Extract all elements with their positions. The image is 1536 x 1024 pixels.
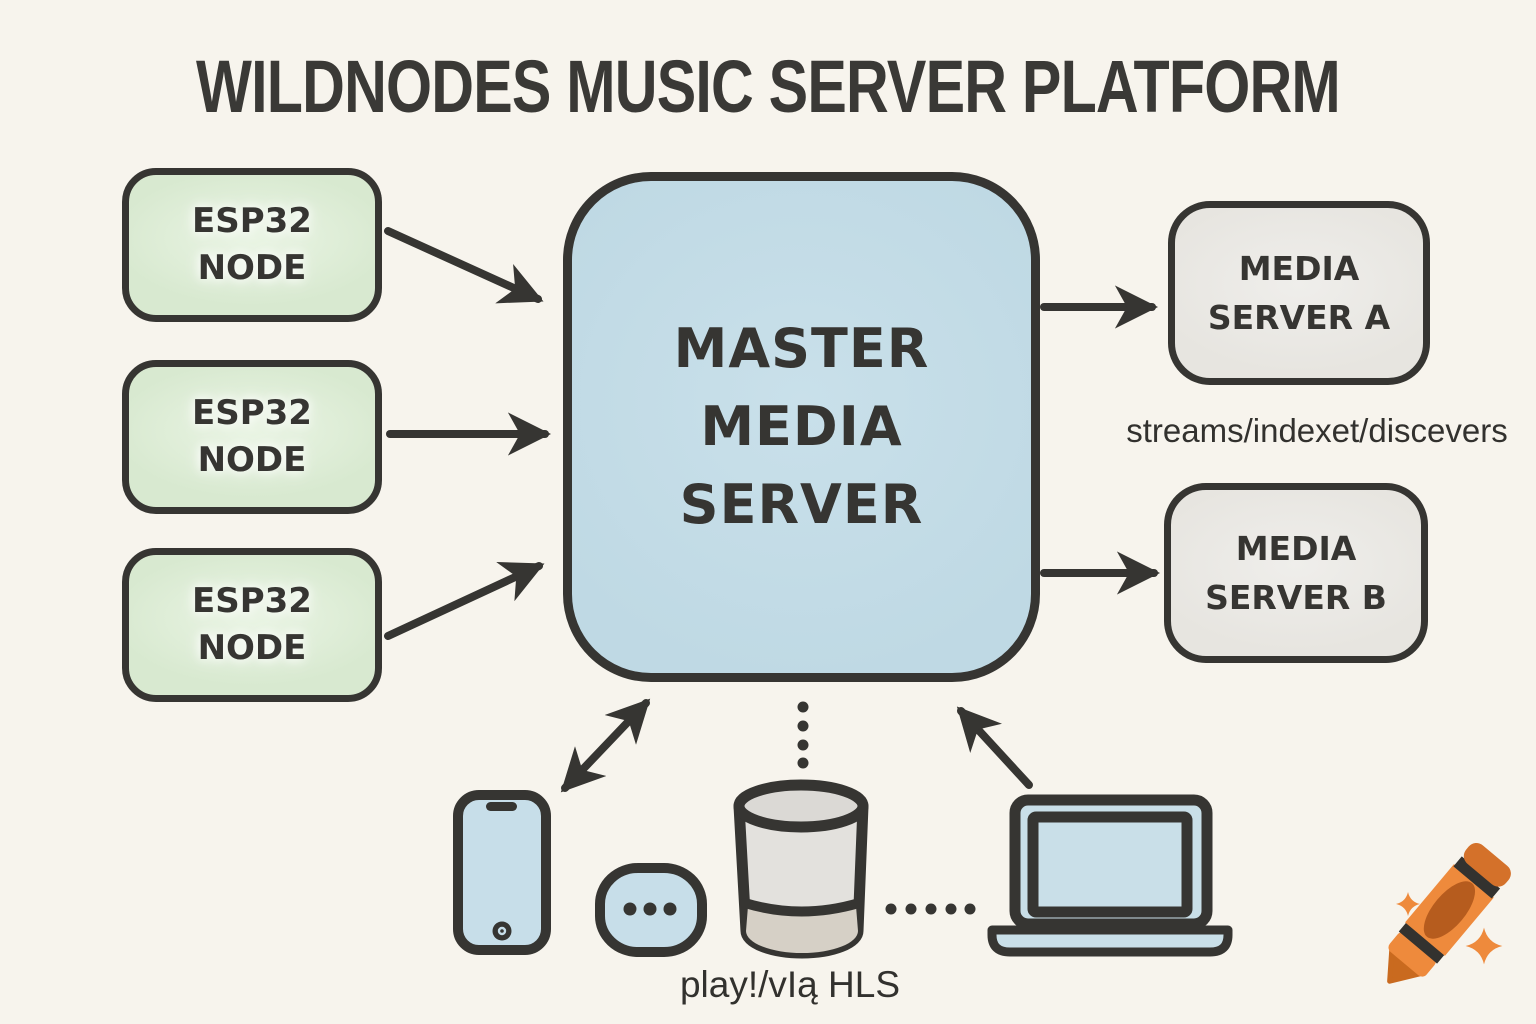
master-media-server-box: MASTER MEDIA SERVER	[563, 172, 1040, 682]
sparkle-icon	[1396, 892, 1420, 916]
dotted-connector-horizontal	[885, 903, 976, 915]
page-title: WILDNODES MUSIC SERVER PLATFORM	[196, 45, 1341, 128]
master-media-server-label: MASTER MEDIA SERVER	[673, 316, 930, 537]
streams-annotation: streams/indexet/discevers	[1126, 412, 1508, 449]
sparkle-icon	[1465, 927, 1503, 965]
media-server-b-box: MEDIA SERVER B	[1164, 483, 1428, 663]
arrow-master-phone-bidirectional	[560, 698, 651, 793]
esp32-node-1-label: ESP32 NODE	[192, 201, 312, 288]
esp32-node-3-box: ESP32 NODE	[122, 548, 382, 702]
esp32-node-2-box: ESP32 NODE	[122, 360, 382, 514]
connector-arrows	[384, 227, 1161, 793]
esp32-node-2-label: ESP32 NODE	[192, 393, 312, 480]
media-server-b-label: MEDIA SERVER B	[1205, 528, 1387, 618]
media-server-a-label: MEDIA SERVER A	[1207, 248, 1391, 338]
dotted-connector-vertical	[797, 701, 809, 769]
smartphone-icon	[453, 790, 551, 955]
smart-speaker-icon	[733, 779, 869, 959]
arrow-laptop-to-master	[956, 706, 1033, 789]
arrow-esp1-to-master	[384, 227, 544, 304]
esp32-node-1-box: ESP32 NODE	[122, 168, 382, 322]
playback-annotation: play!/vIą HLS	[679, 964, 901, 1005]
laptop-icon	[987, 794, 1233, 957]
media-server-a-box: MEDIA SERVER A	[1168, 201, 1430, 385]
crayon-watermark-icon	[1387, 842, 1511, 984]
esp32-node-3-label: ESP32 NODE	[192, 581, 312, 668]
arrow-esp3-to-master	[384, 562, 545, 640]
mini-smart-speaker-icon	[595, 863, 707, 957]
